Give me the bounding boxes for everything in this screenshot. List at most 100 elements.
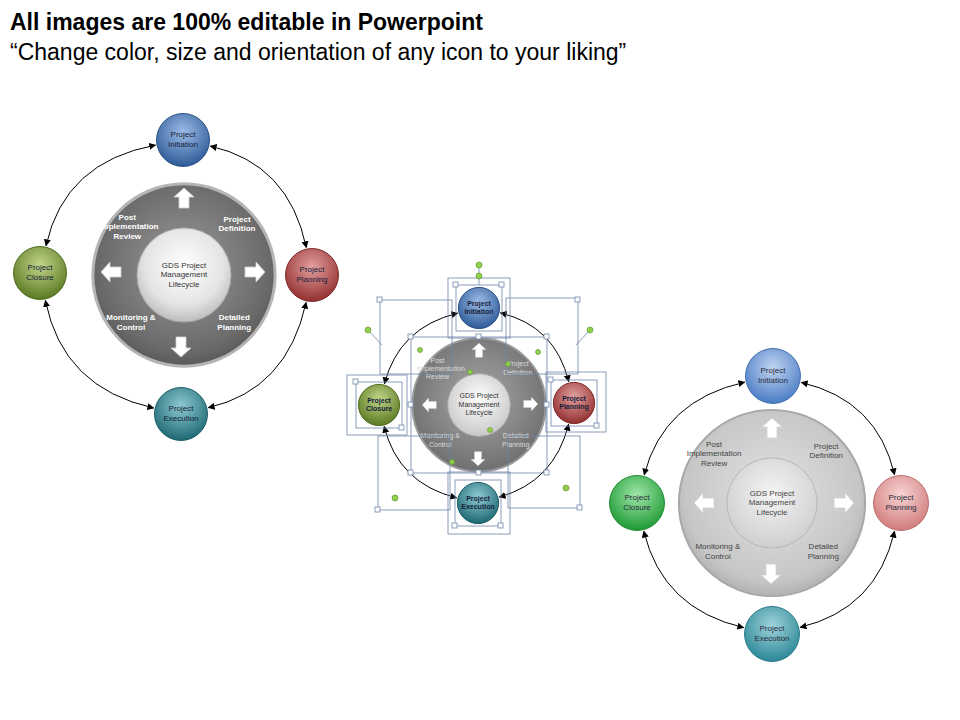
rotate-handle — [392, 495, 398, 501]
circle-fill — [553, 382, 594, 423]
rotate-handle — [476, 273, 482, 279]
cycle-arrow — [208, 302, 306, 407]
circle-fill — [448, 374, 511, 437]
rotate-handle-line — [479, 265, 480, 285]
segment-label: Monitoring & Control — [420, 432, 461, 449]
segment-label: Post Implementation Review — [99, 212, 155, 241]
center-circle: GDS Project Management Lifecycle — [136, 227, 232, 323]
node-label: Project Planning — [290, 265, 333, 284]
selection-box — [508, 436, 580, 508]
circle-fill — [157, 114, 210, 167]
rotate-handle-line — [368, 330, 382, 345]
resize-handle — [499, 282, 504, 287]
cycle-arrow — [644, 382, 745, 475]
label-wrap: Project Planning — [553, 382, 595, 424]
slide-subtitle: “Change color, size and orientation of a… — [10, 38, 626, 66]
segment-label: Project Definition — [798, 442, 855, 461]
phase-sphere: Project Execution — [457, 482, 499, 524]
circle-fill — [286, 249, 339, 302]
rotate-handle — [488, 428, 493, 433]
resize-handle — [408, 470, 413, 475]
white-arrow — [471, 452, 485, 466]
cycle-arrow — [385, 313, 458, 384]
cycle-arrow — [210, 146, 306, 248]
label-wrap: Project Closure — [609, 475, 665, 531]
selection-box — [411, 337, 547, 473]
phase-sphere: Project Closure — [358, 384, 400, 426]
selection-box — [448, 472, 510, 534]
selection-box — [380, 300, 452, 374]
phase-sphere: Project Planning — [873, 475, 929, 531]
selection-box — [546, 372, 606, 432]
node-label: Project Planning — [557, 395, 591, 412]
phase-sphere: Project Execution — [744, 606, 800, 662]
cycle-arrow — [46, 145, 156, 246]
segment-label: Project Definition — [209, 215, 265, 234]
lifecycle-ring: Post Implementation Review Project Defini… — [677, 408, 867, 598]
circle-fill — [155, 388, 208, 441]
resize-handle — [498, 523, 503, 528]
segment-label: Project Definition — [497, 360, 538, 377]
label-wrap: Project Planning — [873, 475, 929, 531]
circle-fill — [874, 476, 929, 531]
circle-fill — [457, 482, 498, 523]
resize-handle — [353, 379, 358, 384]
selection-box — [455, 480, 501, 526]
resize-handle — [375, 507, 380, 512]
white-arrow — [174, 188, 194, 208]
node-label: GDS Project Management Lifecycle — [735, 489, 809, 518]
circle-fill — [727, 458, 817, 548]
circle-fill — [93, 184, 275, 366]
rotate-handle — [476, 262, 482, 268]
segment-label: Detailed Planning — [495, 432, 536, 449]
segment-label: Monitoring & Control — [103, 314, 159, 333]
resize-handle — [577, 505, 582, 510]
rotate-handle — [468, 370, 473, 375]
label-wrap: Project Execution — [744, 606, 800, 662]
phase-sphere: Project Planning — [553, 382, 595, 424]
circle-fill — [458, 287, 499, 328]
segment-label: Post Implementation Review — [417, 357, 458, 382]
node-label: Project Initiation — [161, 130, 204, 149]
resize-handle — [408, 334, 413, 339]
white-arrow — [472, 343, 486, 357]
rotate-handle — [450, 460, 455, 465]
rotate-handle — [418, 348, 423, 353]
segment-label: Post Implementation Review — [686, 439, 743, 468]
node-label: GDS Project Management Lifecycle — [453, 392, 504, 417]
resize-handle — [452, 523, 457, 528]
label-wrap: Project Planning — [285, 248, 339, 302]
node-label: Project Execution — [750, 624, 795, 643]
cycle-arrow — [644, 531, 744, 627]
cycle-arrow — [801, 383, 894, 475]
cycle-arrow — [384, 426, 456, 497]
resize-handle — [476, 334, 481, 339]
node-label: Project Planning — [879, 493, 924, 512]
rotate-handle — [536, 350, 541, 355]
white-arrow — [762, 418, 782, 438]
resize-handle — [544, 402, 549, 407]
node-label: Project Initiation — [462, 300, 496, 317]
resize-handle — [476, 470, 481, 475]
rotate-handles — [365, 262, 593, 501]
center-circle: GDS Project Management Lifecycle — [726, 457, 818, 549]
label-wrap: GDS Project Management Lifecycle — [726, 457, 818, 549]
phase-sphere: Project Closure — [13, 246, 67, 300]
resize-handle — [544, 470, 549, 475]
selection-box — [506, 298, 578, 374]
resize-handles — [353, 282, 599, 528]
white-arrow — [245, 262, 265, 282]
node-label: Project Execution — [461, 495, 495, 512]
resize-handle — [544, 334, 549, 339]
circle-fill — [746, 349, 801, 404]
white-arrow — [761, 564, 781, 584]
phase-sphere: Project Closure — [609, 475, 665, 531]
rotate-handle-line — [576, 330, 590, 345]
label-wrap: Project Initiation — [458, 287, 500, 329]
node-label: Project Closure — [362, 397, 396, 414]
circle-fill — [610, 476, 665, 531]
lifecycle-ring: Post Implementation Review Project Defini… — [411, 337, 547, 473]
